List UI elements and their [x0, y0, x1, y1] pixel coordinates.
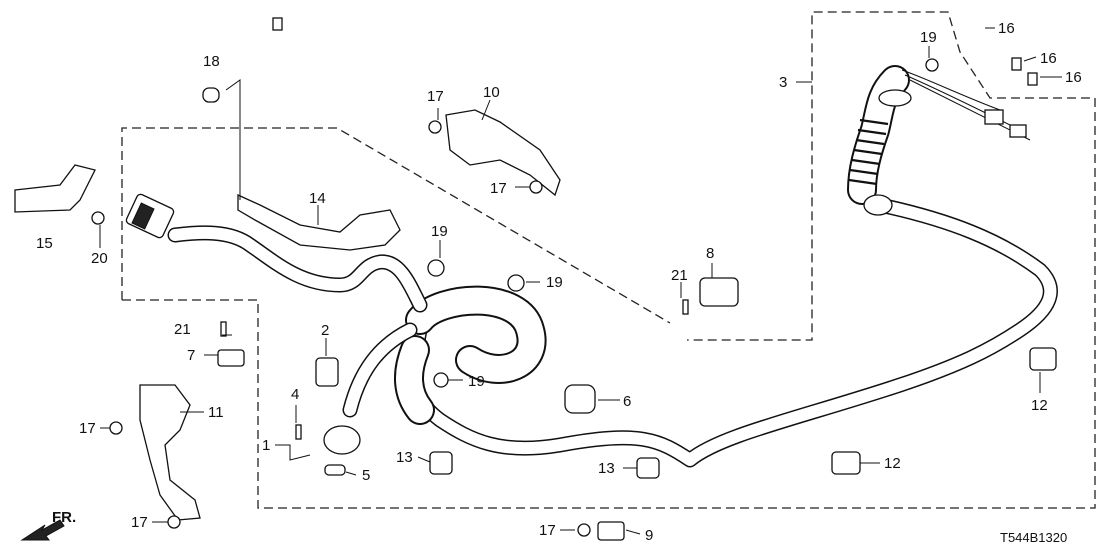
callout-20: 20 — [91, 250, 108, 267]
assembly-boundaries — [121, 11, 1096, 509]
diagram-code: T544B1320 — [1000, 530, 1067, 545]
callout-17-b: 17 — [490, 180, 507, 197]
callout-12-a: 12 — [884, 455, 901, 472]
callout-5: 5 — [362, 467, 370, 484]
callout-19-a: 19 — [431, 223, 448, 240]
callout-18: 18 — [203, 53, 220, 70]
callout-10: 10 — [483, 84, 500, 101]
callout-numbers: 18 15 20 14 10 17 17 19 19 8 21 2 21 7 4… — [36, 20, 1082, 544]
callout-16-a: 16 — [998, 20, 1015, 37]
callout-1: 1 — [262, 437, 270, 454]
callout-19-b: 19 — [546, 274, 563, 291]
callout-17-d: 17 — [131, 514, 148, 531]
callout-4: 4 — [291, 386, 299, 403]
callout-21-b: 21 — [174, 321, 191, 338]
callout-6: 6 — [623, 393, 631, 410]
leader-lines — [99, 27, 1062, 535]
callout-11: 11 — [208, 404, 224, 421]
sensor-pipe — [125, 193, 428, 313]
middle-hoses — [342, 285, 547, 425]
callout-3: 3 — [779, 74, 787, 91]
callout-21-a: 21 — [671, 267, 688, 284]
part-15-bracket — [14, 164, 96, 213]
callout-17-c: 17 — [79, 420, 96, 437]
callout-16-b: 16 — [1040, 50, 1057, 67]
callout-15: 15 — [36, 235, 53, 252]
callout-16-c: 16 — [1065, 69, 1082, 86]
callout-17-e: 17 — [539, 522, 556, 539]
callout-14: 14 — [309, 190, 326, 207]
callout-17-a: 17 — [427, 88, 444, 105]
callout-12-b: 12 — [1031, 397, 1048, 414]
part-14-bracket — [237, 193, 401, 251]
callout-13-a: 13 — [396, 449, 413, 466]
front-direction-arrow: FR. — [20, 509, 76, 541]
callout-8: 8 — [706, 245, 714, 262]
front-label: FR. — [52, 509, 76, 526]
corrugated-hose — [847, 65, 1031, 216]
callout-19-c: 19 — [468, 373, 485, 390]
part-10-bracket — [445, 109, 561, 197]
callout-19-d: 19 — [920, 29, 937, 46]
main-pipe — [406, 197, 1058, 468]
small-parts — [91, 17, 1057, 541]
part-11-bracket — [139, 384, 201, 521]
callout-13-b: 13 — [598, 460, 615, 477]
callout-9: 9 — [645, 527, 653, 544]
callout-7: 7 — [187, 347, 195, 364]
callout-2: 2 — [321, 322, 329, 339]
